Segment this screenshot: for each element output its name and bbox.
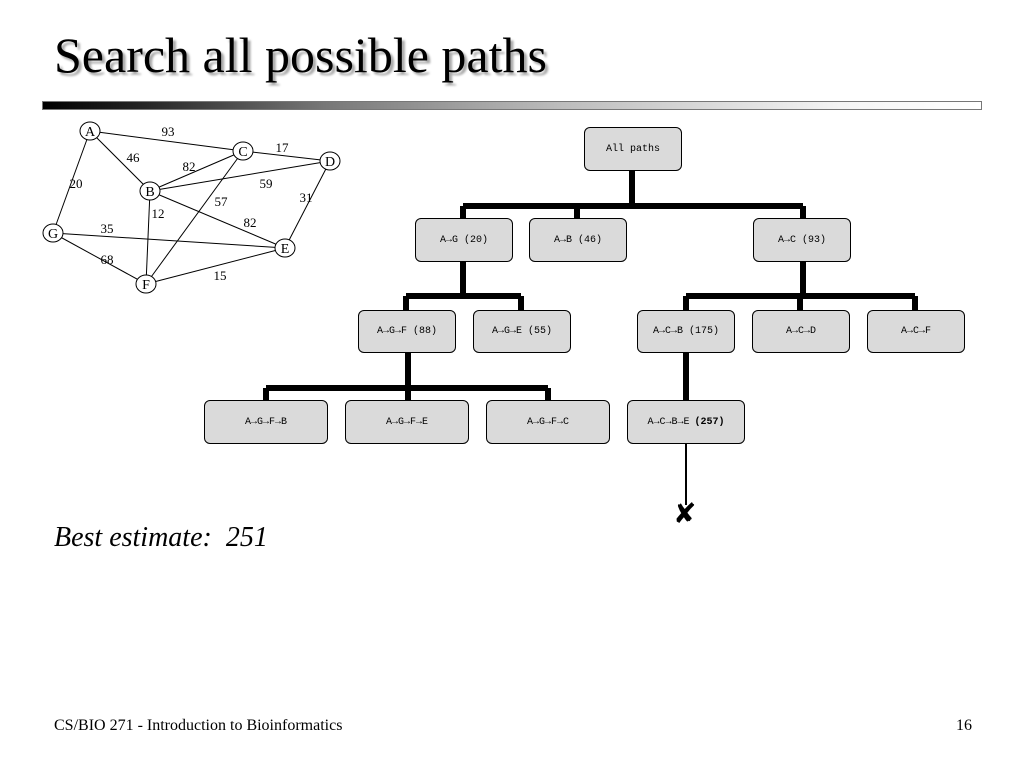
tree-node-label: A→C→D bbox=[785, 326, 816, 337]
connector-a-c bbox=[683, 262, 918, 310]
connector-a-g bbox=[403, 262, 524, 310]
tree-node-label: A→G→F→E bbox=[385, 416, 428, 428]
edge-b-c bbox=[149, 150, 244, 192]
edge-b-d bbox=[149, 160, 331, 192]
edge-g-f bbox=[52, 232, 147, 285]
edge-b-e bbox=[149, 190, 286, 249]
weight-d-e: 31 bbox=[300, 190, 313, 205]
edge-b-f bbox=[145, 190, 151, 285]
tree-node-label: A→C→B→E bbox=[647, 416, 690, 428]
connector-a-g-f bbox=[263, 353, 551, 400]
tree-node-label: A→G→E bbox=[491, 326, 522, 337]
tree-node-cost: (88) bbox=[413, 326, 438, 337]
tree-node-label: A→B bbox=[553, 234, 572, 246]
edge-a-c bbox=[89, 130, 244, 152]
slide-number: 16 bbox=[956, 717, 972, 734]
graph-node-e: E bbox=[274, 238, 296, 258]
edge-c-f bbox=[145, 150, 244, 285]
tree-node-a-g-f-c: A→G→F→C bbox=[486, 400, 610, 444]
edge-f-e bbox=[145, 247, 286, 285]
tree-node-label: A→C bbox=[777, 234, 796, 246]
tree-node-a-g-f: A→G→F (88) bbox=[358, 310, 456, 353]
weight-f-e: 15 bbox=[214, 268, 227, 283]
weight-b-f: 12 bbox=[152, 206, 165, 221]
graph-edges bbox=[52, 130, 331, 285]
tree-node-label: A→G bbox=[439, 234, 458, 246]
tree-node-a-g-f-e: A→G→F→E bbox=[345, 400, 469, 444]
weight-g-e: 35 bbox=[101, 221, 114, 236]
tree-node-a-g-e: A→G→E (55) bbox=[473, 310, 571, 353]
edge-c-d bbox=[242, 150, 331, 162]
tree-node-label: A→G→F→C bbox=[526, 416, 569, 428]
weight-a-b: 46 bbox=[127, 150, 141, 165]
weight-g-f: 68 bbox=[101, 252, 114, 267]
graph-edge-weights: 93 46 20 17 82 59 57 31 12 82 35 68 15 bbox=[70, 124, 313, 283]
tree-node-label: A→C→B bbox=[652, 326, 683, 337]
svg-text:E: E bbox=[281, 242, 290, 257]
tree-node-cost: (257) bbox=[694, 416, 725, 428]
best-estimate-text: Best estimate: 251 bbox=[54, 522, 268, 553]
svg-text:G: G bbox=[48, 227, 58, 242]
edge-a-g bbox=[52, 130, 91, 234]
svg-text:A: A bbox=[85, 125, 96, 140]
tree-node-label: A→G→F bbox=[376, 326, 407, 337]
tree-node-a-c-b-e: A→C→B→E (257) bbox=[627, 400, 745, 444]
tree-node-cost: (93) bbox=[802, 234, 827, 246]
slide-title: Search all possible paths bbox=[54, 27, 547, 83]
title-underline-bar bbox=[42, 101, 982, 110]
tree-node-cost: (55) bbox=[528, 326, 553, 337]
tree-node-cost: (175) bbox=[689, 326, 720, 337]
weight-b-c: 82 bbox=[183, 159, 196, 174]
graph-node-a: A bbox=[79, 121, 101, 141]
pruned-x-icon: ✘ bbox=[673, 497, 697, 530]
graph-nodes: A B C D E F G bbox=[42, 121, 341, 294]
weight-c-d: 17 bbox=[276, 140, 290, 155]
tree-node-a-c-b: A→C→B (175) bbox=[637, 310, 735, 353]
weight-b-e: 82 bbox=[244, 215, 257, 230]
graph-node-b: B bbox=[139, 181, 161, 201]
svg-text:B: B bbox=[145, 185, 154, 200]
weight-a-c: 93 bbox=[162, 124, 175, 139]
tree-node-label: All paths bbox=[605, 143, 660, 155]
graph-node-g: G bbox=[42, 223, 64, 243]
edge-d-e bbox=[284, 160, 331, 249]
tree-node-root: All paths bbox=[584, 127, 682, 171]
svg-text:F: F bbox=[142, 278, 150, 293]
weight-c-f: 57 bbox=[215, 194, 229, 209]
tree-node-cost: (20) bbox=[464, 234, 489, 246]
tree-node-label: A→C→F bbox=[900, 326, 931, 337]
tree-node-cost: (46) bbox=[578, 234, 603, 246]
weighted-graph: 93 46 20 17 82 59 57 31 12 82 35 68 15 A… bbox=[42, 121, 341, 294]
tree-node-a-c-f: A→C→F bbox=[867, 310, 965, 353]
weight-a-g: 20 bbox=[70, 176, 83, 191]
tree-node-a-b: A→B (46) bbox=[529, 218, 627, 262]
svg-text:D: D bbox=[325, 155, 335, 170]
weight-b-d: 59 bbox=[260, 176, 273, 191]
tree-node-a-c: A→C (93) bbox=[753, 218, 851, 262]
tree-node-a-c-d: A→C→D bbox=[752, 310, 850, 353]
graph-node-c: C bbox=[232, 141, 254, 161]
graph-node-f: F bbox=[135, 274, 157, 294]
tree-node-a-g-f-b: A→G→F→B bbox=[204, 400, 328, 444]
connector-root bbox=[460, 171, 806, 218]
tree-node-label: A→G→F→B bbox=[244, 416, 287, 428]
graph-node-d: D bbox=[319, 151, 341, 171]
edge-g-e bbox=[52, 232, 286, 249]
tree-node-a-g: A→G (20) bbox=[415, 218, 513, 262]
edge-a-b bbox=[89, 130, 151, 192]
svg-text:C: C bbox=[238, 145, 247, 160]
footer-course-title: CS/BIO 271 - Introduction to Bioinformat… bbox=[54, 717, 343, 734]
